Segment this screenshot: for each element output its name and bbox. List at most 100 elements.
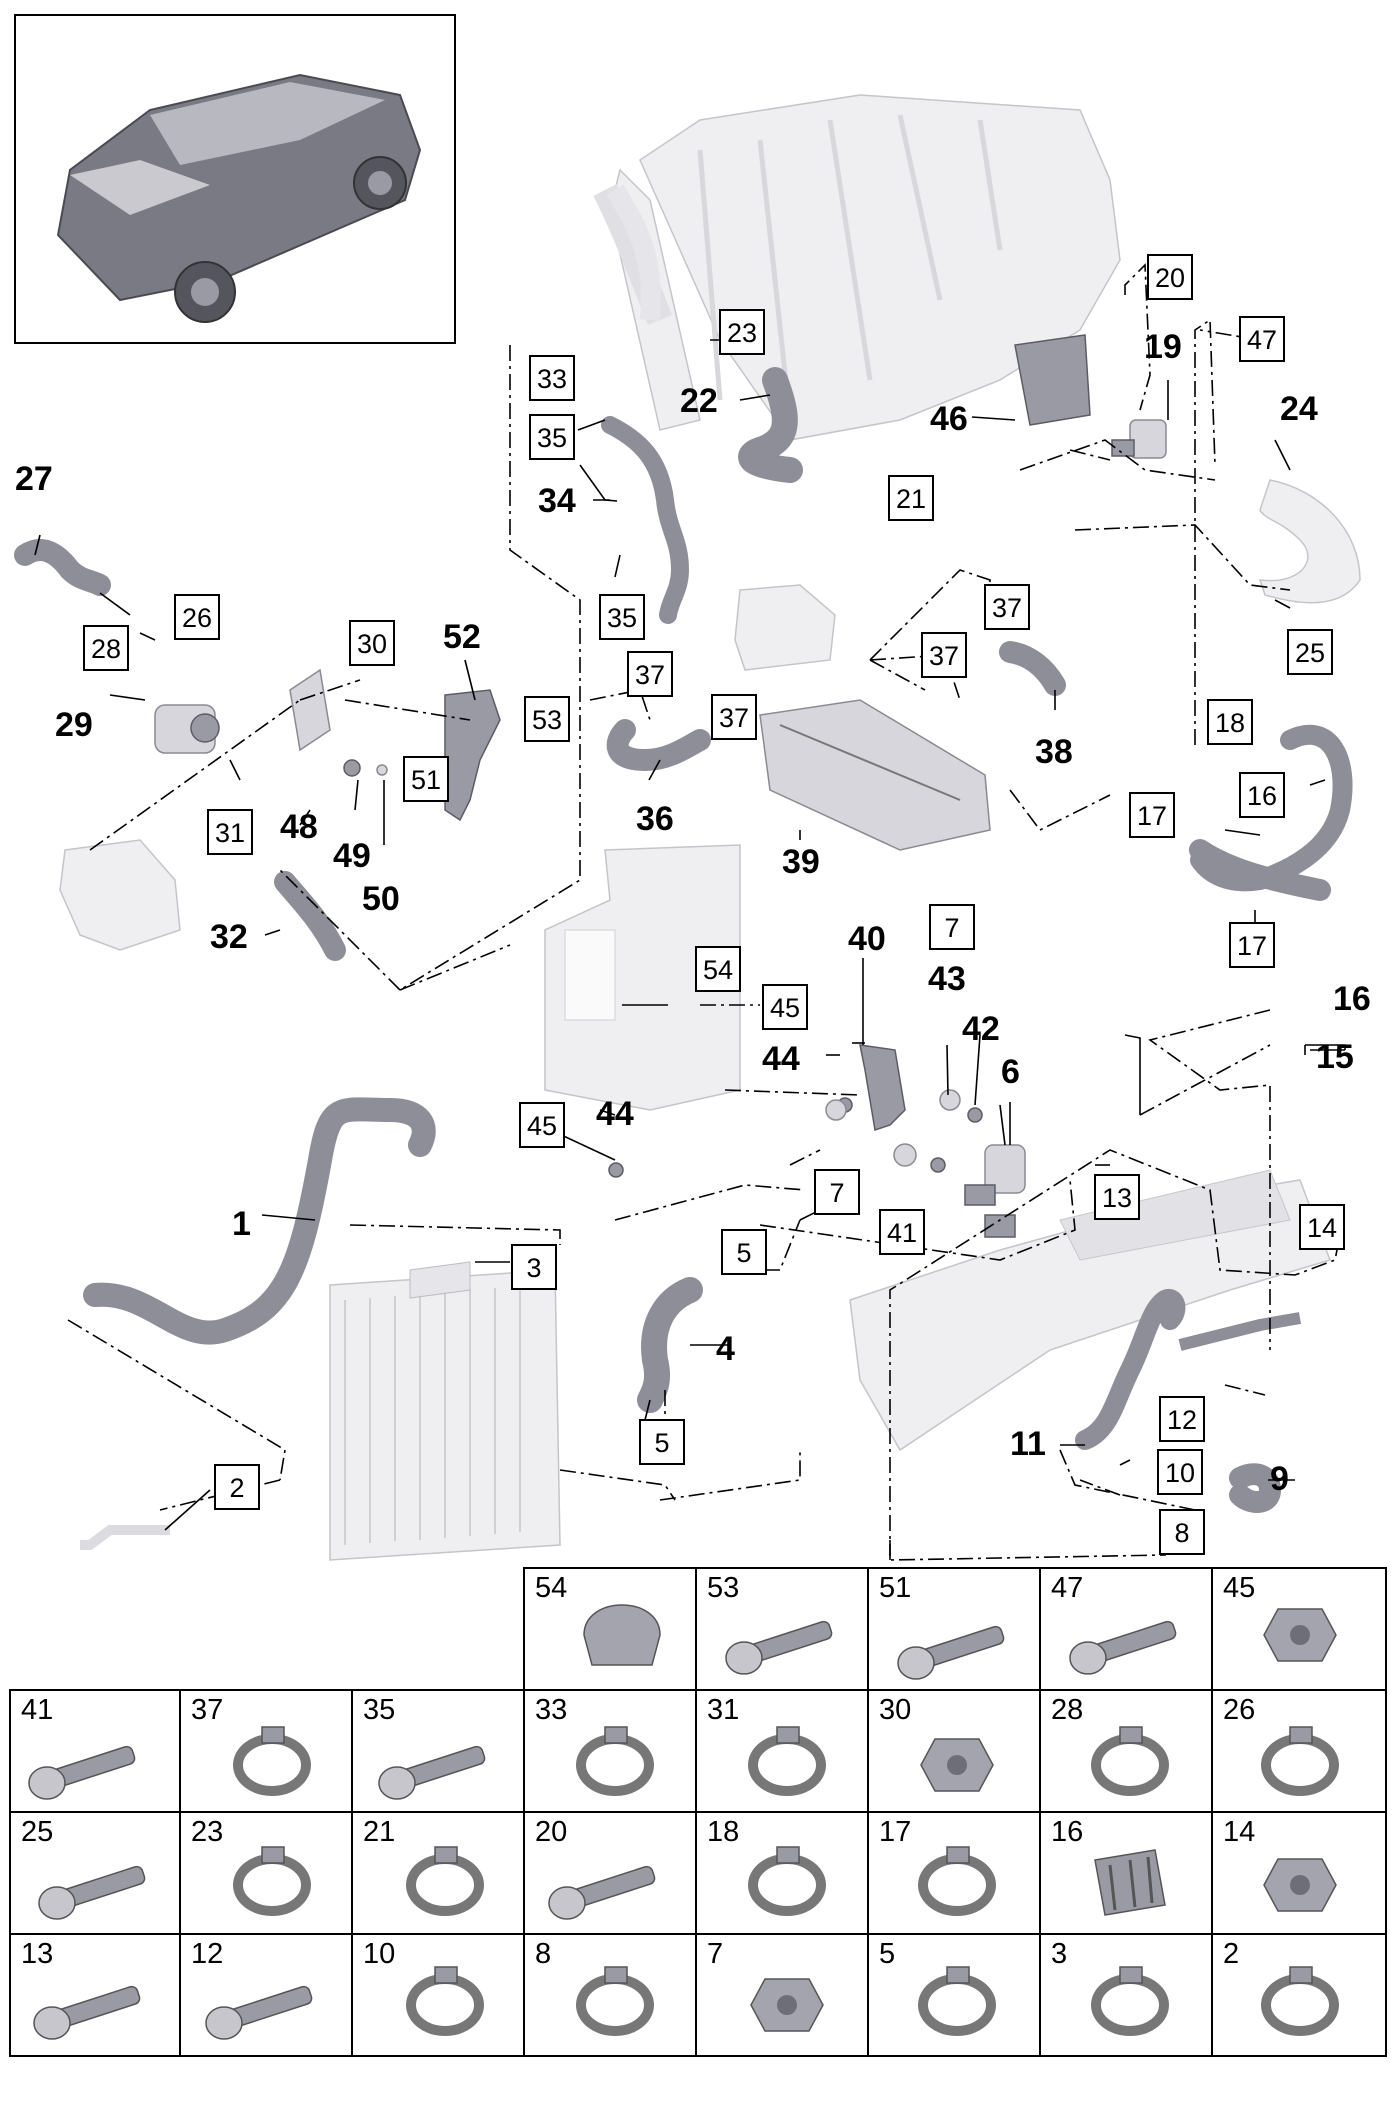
box-callout-30: 30	[349, 620, 395, 666]
boxed-callouts: 2 3 5 5 7 7 8 10 12 13 14 16 17 17 18 20…	[83, 254, 1345, 1555]
callout-29: 29	[55, 706, 93, 744]
hose-holder-icon	[1094, 1849, 1166, 1916]
box-callout-37-a: 37	[984, 584, 1030, 630]
clamp-icon	[411, 1847, 479, 1911]
svg-text:47: 47	[1051, 1572, 1083, 1604]
callout-16: 16	[1333, 980, 1371, 1018]
box-callout-45-a: 45	[762, 984, 808, 1030]
box-callout-5-a: 5	[721, 1229, 767, 1275]
svg-text:26: 26	[182, 603, 212, 633]
svg-text:17: 17	[879, 1816, 911, 1848]
clamp-icon	[1266, 1967, 1334, 2031]
box-callout-17-b: 17	[1229, 922, 1275, 968]
box-callout-47: 47	[1239, 316, 1285, 362]
svg-text:51: 51	[879, 1572, 911, 1604]
svg-text:18: 18	[1215, 708, 1245, 738]
clamp-icon	[753, 1727, 821, 1791]
bracket-icon	[544, 844, 741, 1111]
callout-15: 15	[1316, 1038, 1354, 1076]
svg-text:2: 2	[1223, 1938, 1239, 1970]
callout-27: 27	[15, 460, 53, 498]
bolt-icon	[548, 1864, 657, 1920]
cap-nut-icon	[583, 1604, 661, 1666]
svg-text:45: 45	[770, 993, 800, 1023]
svg-text:13: 13	[1102, 1183, 1132, 1213]
svg-text:33: 33	[537, 364, 567, 394]
box-callout-14: 14	[1299, 1204, 1345, 1250]
box-callout-7-b: 7	[814, 1169, 860, 1215]
svg-text:18: 18	[707, 1816, 739, 1848]
svg-text:5: 5	[654, 1428, 669, 1458]
svg-text:16: 16	[1247, 781, 1277, 811]
svg-text:37: 37	[719, 703, 749, 733]
parts-table: 54 53 51 47 45 41 37 35 33	[9, 1567, 1387, 2057]
svg-text:25: 25	[21, 1816, 53, 1848]
box-callout-35-b: 35	[599, 594, 645, 640]
callout-6: 6	[1001, 1053, 1020, 1091]
svg-text:20: 20	[535, 1816, 567, 1848]
clamp-icon	[1096, 1727, 1164, 1791]
clamp-icon	[923, 1967, 991, 2031]
clamp-icon	[1096, 1967, 1164, 2031]
box-callout-41: 41	[879, 1209, 925, 1255]
svg-text:28: 28	[1051, 1694, 1083, 1726]
callout-38: 38	[1035, 733, 1073, 771]
svg-text:3: 3	[1051, 1938, 1067, 1970]
parts-table-rows: 41 37 35 33 31 30 28 26 25 23 21 20 18 1…	[9, 1689, 1387, 2057]
box-callout-23: 23	[719, 309, 765, 355]
svg-text:45: 45	[527, 1111, 557, 1141]
clamp-icon	[1266, 1727, 1334, 1791]
box-callout-20: 20	[1147, 254, 1193, 300]
svg-text:31: 31	[215, 818, 245, 848]
box-callout-10: 10	[1157, 1449, 1203, 1495]
box-callout-35-a: 35	[529, 414, 575, 460]
callout-22: 22	[680, 382, 718, 420]
callout-32: 32	[210, 918, 248, 956]
svg-text:17: 17	[1137, 801, 1167, 831]
svg-text:10: 10	[1165, 1458, 1195, 1488]
fastener-group-icon	[343, 759, 983, 1178]
callout-44-b: 44	[596, 1095, 634, 1133]
callout-39: 39	[782, 843, 820, 881]
callout-42: 42	[962, 1010, 1000, 1048]
pump-assembly-icon	[59, 839, 181, 951]
bolt-icon	[28, 1744, 137, 1800]
box-callout-54: 54	[695, 946, 741, 992]
callout-24: 24	[1280, 390, 1318, 428]
svg-text:14: 14	[1307, 1213, 1337, 1243]
svg-text:37: 37	[635, 660, 665, 690]
nut-icon	[1263, 1858, 1337, 1912]
svg-text:37: 37	[992, 593, 1022, 623]
svg-text:3: 3	[526, 1253, 541, 1283]
parts-table-row-1: 54 53 51 47 45	[523, 1567, 1387, 1691]
svg-text:23: 23	[727, 318, 757, 348]
clamp-icon	[923, 1847, 991, 1911]
svg-text:12: 12	[1167, 1405, 1197, 1435]
svg-text:41: 41	[887, 1218, 917, 1248]
box-callout-3: 3	[511, 1244, 557, 1290]
callout-1: 1	[232, 1205, 251, 1243]
heat-shield-icon	[289, 668, 501, 822]
svg-text:23: 23	[191, 1816, 223, 1848]
svg-text:20: 20	[1155, 263, 1185, 293]
svg-text:5: 5	[879, 1938, 895, 1970]
bolt-icon	[33, 1984, 142, 2040]
clamp-icon	[411, 1967, 479, 2031]
clamp-icon	[238, 1847, 306, 1911]
svg-text:12: 12	[191, 1938, 223, 1970]
clamp-icon	[581, 1727, 649, 1791]
nut-icon	[750, 1978, 824, 2032]
box-callout-33: 33	[529, 355, 575, 401]
box-callout-16: 16	[1239, 772, 1285, 818]
box-callout-45-b: 45	[519, 1102, 565, 1148]
box-callout-37-d: 37	[711, 694, 757, 740]
svg-text:7: 7	[944, 913, 959, 943]
svg-text:17: 17	[1237, 931, 1267, 961]
svg-text:33: 33	[535, 1694, 567, 1726]
box-callout-17-a: 17	[1129, 792, 1175, 838]
svg-text:8: 8	[535, 1938, 551, 1970]
svg-text:54: 54	[535, 1572, 567, 1604]
svg-text:30: 30	[879, 1694, 911, 1726]
bold-callouts: 1 4 6 9 11 15 16 19 22 24 27 29 32 34 36…	[15, 328, 1371, 1498]
